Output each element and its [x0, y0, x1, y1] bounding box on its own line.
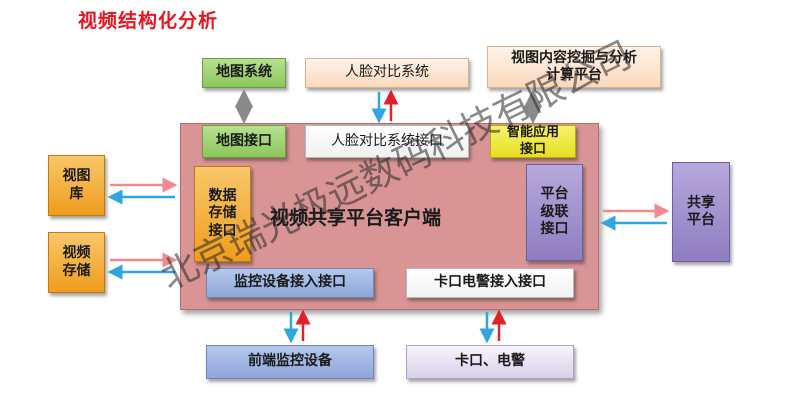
- video-storage-line: 视频: [62, 245, 91, 261]
- face-interface-box: 人脸对比系统接口: [305, 125, 469, 158]
- monitor-access-interface-box: 监控设备接入接口: [206, 268, 374, 298]
- map-interface-box: 地图接口: [202, 125, 286, 158]
- share-platform-line: 共享: [687, 194, 715, 211]
- cascade-line: 级联: [540, 203, 569, 220]
- data-storage-interface-box: 数据 存储 接口: [194, 166, 251, 262]
- front-monitor-device-box: 前端监控设备: [206, 345, 374, 379]
- share-platform-line: 平台: [687, 212, 715, 228]
- video-library-line: 库: [69, 185, 84, 202]
- video-mining-line1: 视图内容挖掘与分析: [511, 49, 637, 66]
- checkpoint-access-interface-box: 卡口电警接入接口: [406, 268, 574, 298]
- face-system-box: 人脸对比系统: [305, 58, 469, 88]
- map-system-box: 地图系统: [202, 58, 286, 88]
- video-storage-box: 视频 存储: [48, 232, 105, 293]
- storage-line: 存储: [208, 205, 237, 222]
- smart-app-line1: 智能应用: [506, 125, 559, 141]
- cascade-line: 接口: [540, 221, 569, 238]
- storage-line: 接口: [208, 222, 237, 239]
- storage-line: 数据: [208, 187, 237, 204]
- video-mining-line2: 计算平台: [546, 67, 602, 83]
- video-library-box: 视图 库: [48, 155, 105, 216]
- share-platform-box: 共享 平台: [672, 162, 730, 262]
- video-mining-box: 视图内容挖掘与分析 计算平台: [487, 46, 661, 88]
- video-library-line: 视图: [62, 168, 91, 184]
- checkpoint-police-box: 卡口、电警: [406, 345, 574, 379]
- smart-app-interface-box: 智能应用 接口: [490, 125, 576, 158]
- smart-app-line2: 接口: [519, 141, 546, 157]
- video-storage-line: 存储: [62, 262, 91, 279]
- page-title: 视频结构化分析: [78, 10, 219, 32]
- cascade-line: 平台: [540, 186, 569, 203]
- platform-label: 视频共享平台客户端: [270, 207, 442, 229]
- platform-cascade-interface-box: 平台 级联 接口: [526, 164, 583, 261]
